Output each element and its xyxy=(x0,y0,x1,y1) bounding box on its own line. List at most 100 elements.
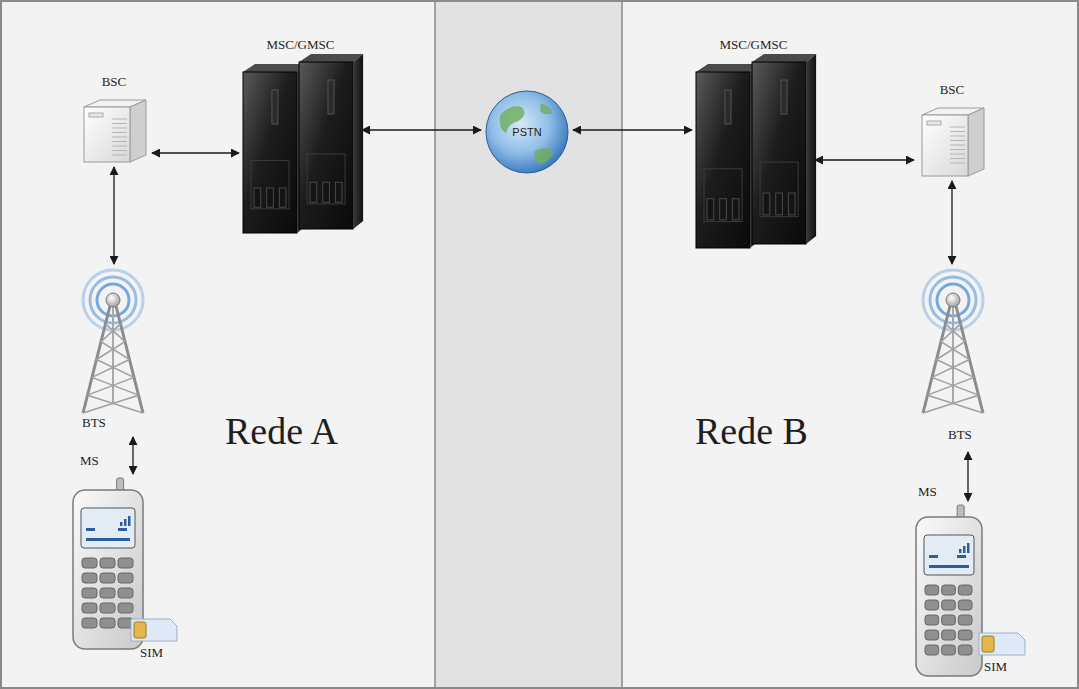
phone-key xyxy=(958,615,972,625)
screen-bar xyxy=(929,555,938,558)
phone-key xyxy=(942,600,956,610)
server-top xyxy=(299,54,363,62)
node-label: MSC/GMSC xyxy=(267,38,335,53)
bsc-vent xyxy=(950,158,965,159)
phone-screen xyxy=(81,508,135,548)
server-top xyxy=(243,64,307,72)
server-drive xyxy=(310,182,317,202)
sim-chip xyxy=(134,622,146,638)
divider xyxy=(434,0,436,689)
bsc-side xyxy=(130,100,146,162)
tower-brace xyxy=(923,395,979,413)
server-slot xyxy=(781,80,787,114)
node-label: SIM xyxy=(140,646,163,661)
phone-key xyxy=(925,630,939,640)
phone-key xyxy=(118,588,133,598)
signal-bar xyxy=(124,519,127,526)
phone-key xyxy=(100,588,115,598)
tower-brace xyxy=(106,324,126,342)
screen-bar xyxy=(86,528,95,531)
screen-bar xyxy=(929,565,969,568)
tower-brace xyxy=(937,360,975,378)
link-arrow xyxy=(815,159,914,160)
bsc-vent xyxy=(950,149,965,150)
phone-key xyxy=(942,645,956,655)
tower-brace xyxy=(97,360,135,378)
tower-mast xyxy=(952,306,954,403)
link-arrow xyxy=(132,437,133,474)
server-top xyxy=(696,64,760,72)
signal-bar xyxy=(967,543,970,553)
screen-bar xyxy=(118,528,127,531)
bsc-front xyxy=(84,107,130,162)
bts-tower-icon xyxy=(908,268,998,448)
tower-brace xyxy=(88,377,135,395)
server-drive xyxy=(335,182,342,202)
server-drive xyxy=(788,193,795,215)
phone-key xyxy=(100,558,115,568)
node-label: BSC xyxy=(940,83,965,98)
msc-server: MSC/GMSC xyxy=(243,58,358,233)
mobile-station: MS xyxy=(915,505,983,677)
screen-bar xyxy=(86,538,130,541)
link-arrow xyxy=(951,181,952,264)
bsc-vent xyxy=(112,155,127,156)
network-title: Rede A xyxy=(225,410,338,454)
bsc-unit-icon xyxy=(80,97,148,163)
phone-key xyxy=(942,585,956,595)
sim-body xyxy=(979,633,1025,655)
phone-key xyxy=(100,573,115,583)
tower-brace xyxy=(92,360,130,378)
network-panel: Rede B MSC/GMSC BSC BTS MSSIM xyxy=(622,0,1079,689)
bsc-side xyxy=(968,108,984,176)
node-label: SIM xyxy=(984,660,1007,675)
network-panel: Rede ABSCMSC/GMSCBTSMSSIM xyxy=(0,0,435,689)
server-cabinet xyxy=(243,72,297,233)
bsc-vent xyxy=(950,163,965,164)
phone-body xyxy=(916,517,982,676)
node-label: BTS xyxy=(948,428,972,443)
pstn-cloud: PSTN xyxy=(485,90,569,174)
middle-band xyxy=(435,0,622,689)
bsc-vent xyxy=(950,136,965,137)
globe-land xyxy=(540,103,552,114)
link-arrow xyxy=(152,152,239,153)
link-arrow xyxy=(113,167,114,264)
phone-key xyxy=(925,615,939,625)
tower-brace xyxy=(88,395,144,413)
sim-card: SIM xyxy=(978,632,1026,656)
tower-mast xyxy=(112,306,114,403)
phone-screen xyxy=(924,535,974,575)
tower-brace xyxy=(101,342,130,360)
tower-brace xyxy=(928,395,984,413)
server-slot xyxy=(328,80,334,114)
link-arrow xyxy=(967,452,968,501)
phone-key xyxy=(942,615,956,625)
server-drive xyxy=(707,199,714,220)
phone-key xyxy=(82,588,97,598)
bsc-bay xyxy=(927,121,941,125)
server-drive xyxy=(267,188,274,207)
network-title: Rede B xyxy=(695,410,808,454)
bsc-front xyxy=(922,115,968,176)
bsc-vent xyxy=(950,131,965,132)
bsc-vent xyxy=(950,127,965,128)
phone-key xyxy=(942,630,956,640)
signal-bar xyxy=(959,549,962,553)
bsc-vent xyxy=(112,132,127,133)
globe-land xyxy=(534,148,553,165)
phone-key xyxy=(82,618,97,628)
tower-brace xyxy=(941,342,970,360)
node-label: MSC/GMSC xyxy=(720,38,788,53)
tower-ball xyxy=(106,293,120,307)
sim-card-icon xyxy=(130,618,178,642)
tower-brace xyxy=(97,342,126,360)
phone-key xyxy=(958,585,972,595)
msc-server-icon xyxy=(243,58,358,233)
bsc-vent xyxy=(112,119,127,120)
phone-key xyxy=(100,618,115,628)
sim-chip xyxy=(982,636,994,652)
tower-brace xyxy=(928,377,975,395)
server-drive xyxy=(323,182,330,202)
